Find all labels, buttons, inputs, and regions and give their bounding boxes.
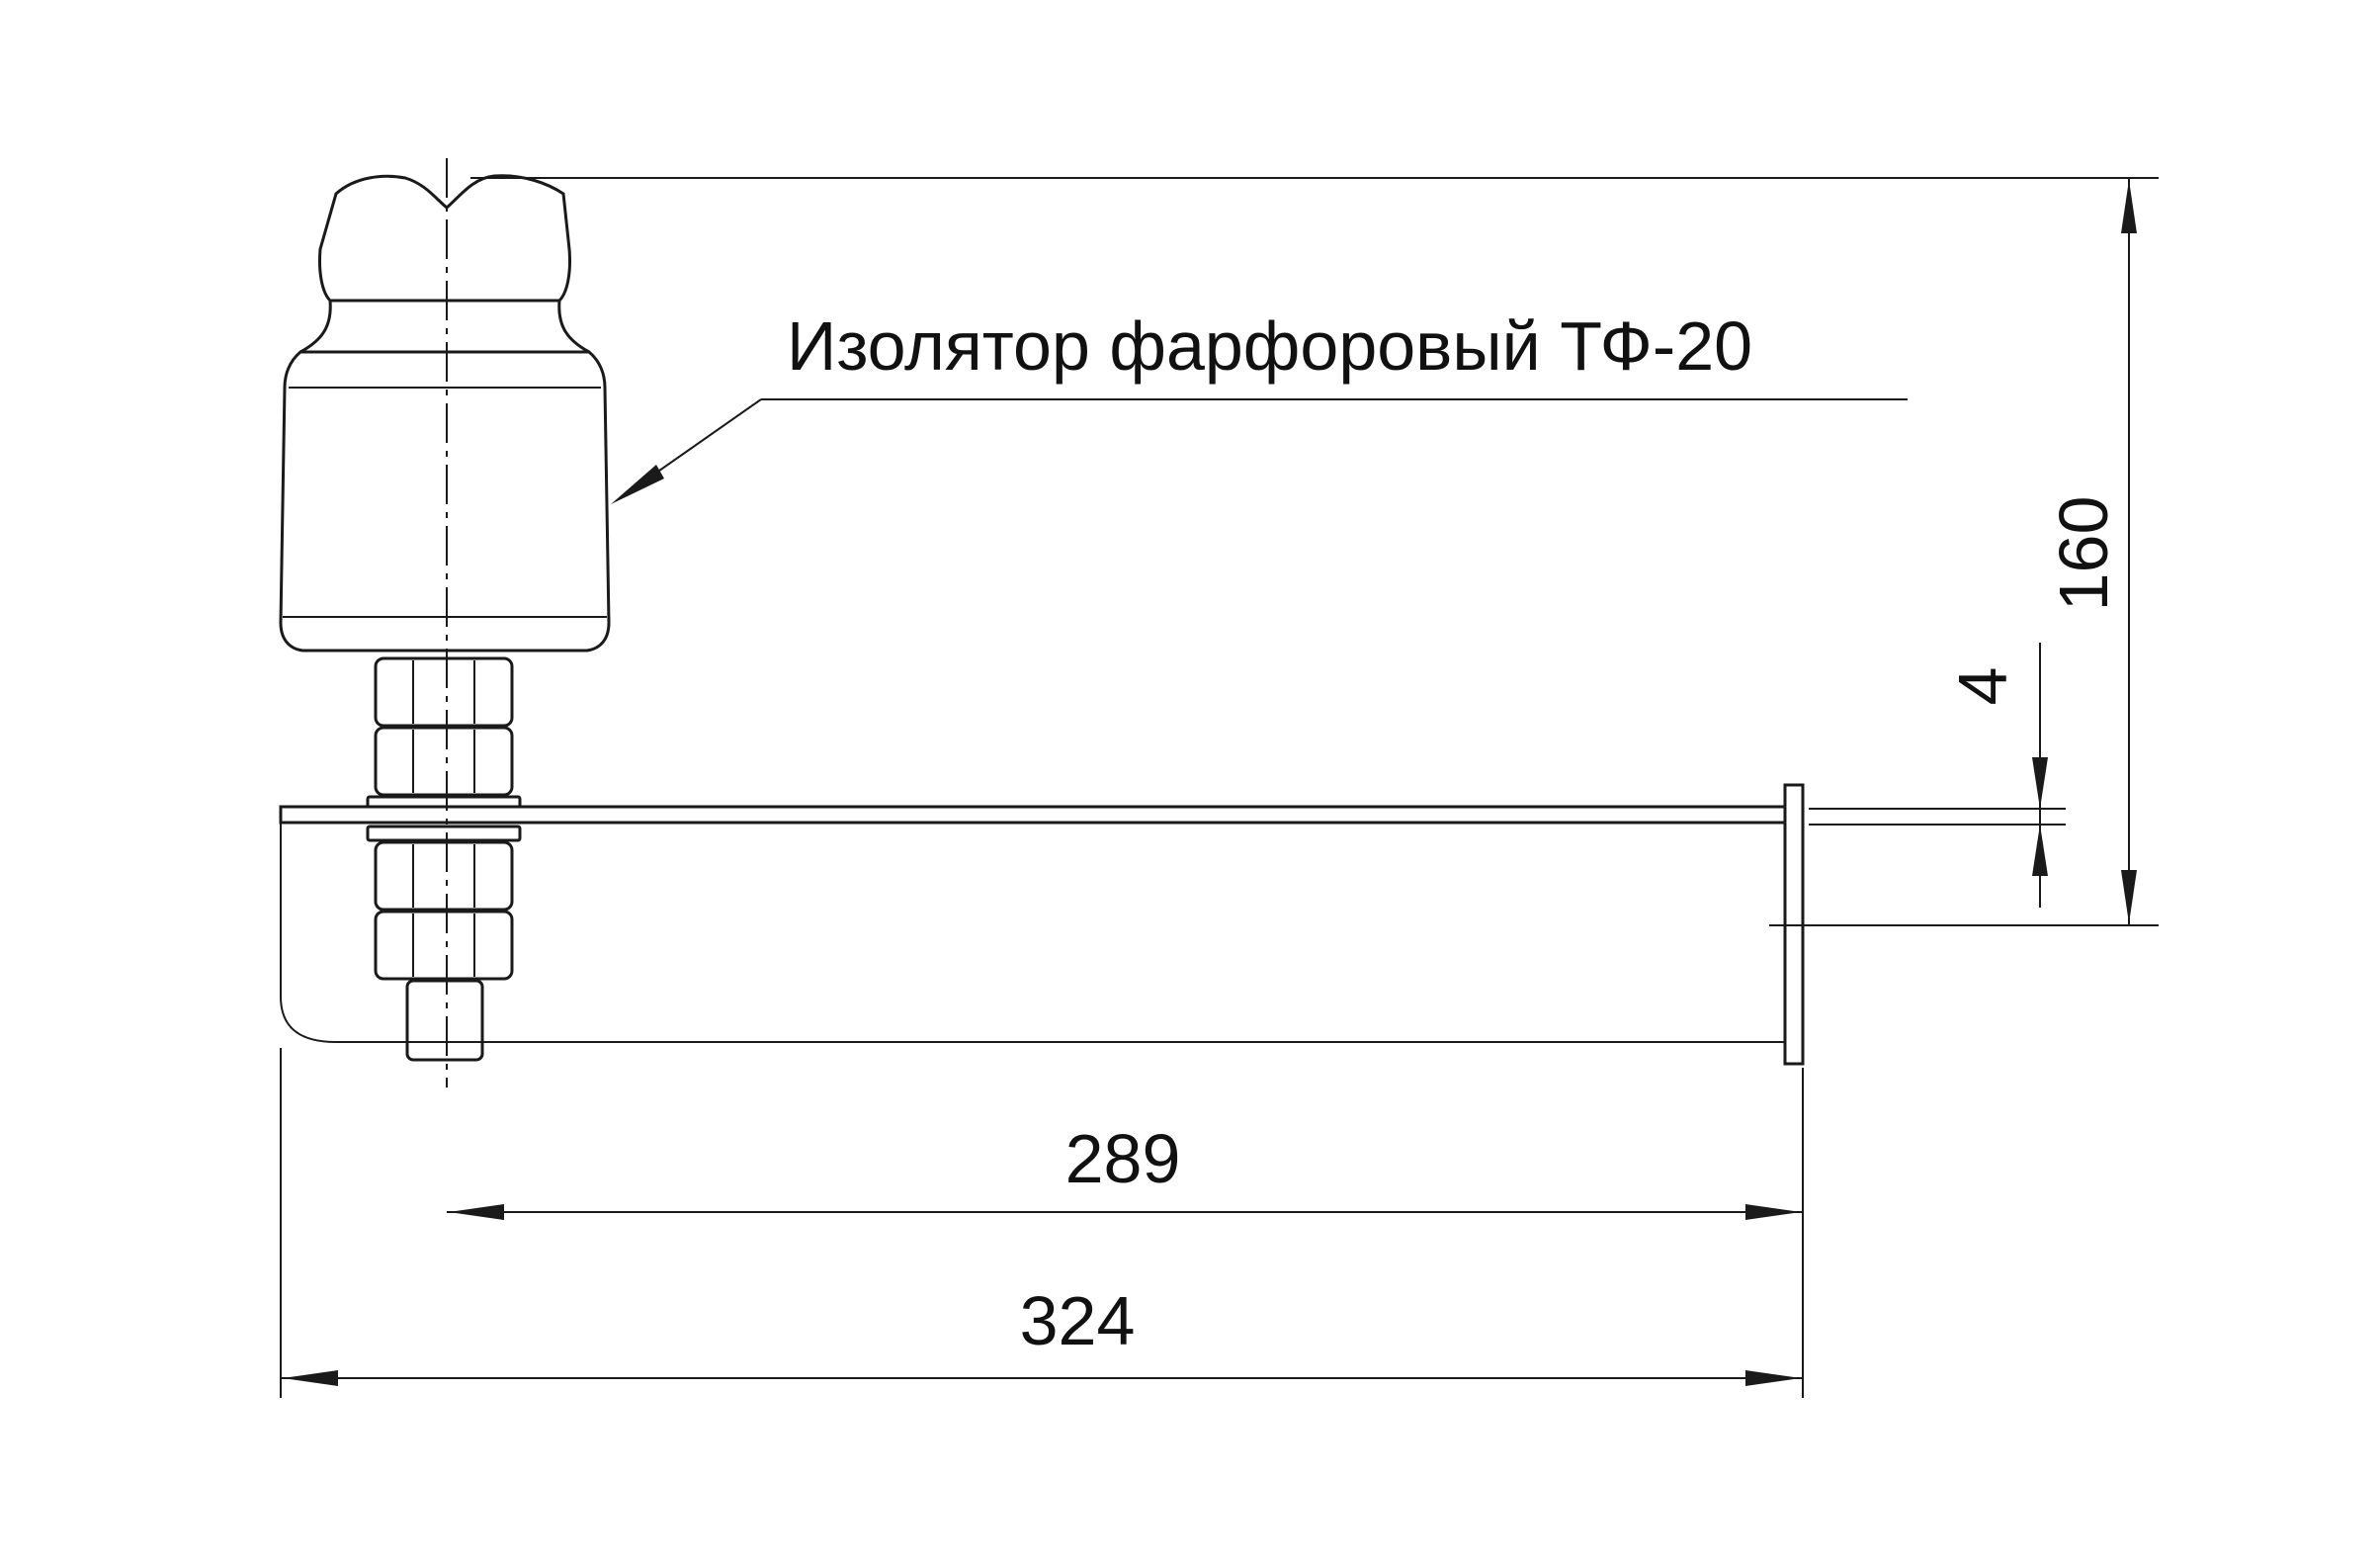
nut-lower-2 bbox=[374, 910, 514, 981]
dimension-thickness-4: 4 bbox=[1809, 643, 2066, 908]
nut-upper-1 bbox=[374, 656, 514, 728]
nut-lower-1 bbox=[374, 840, 514, 912]
dimension-length-289: 289 bbox=[447, 1068, 1804, 1238]
bracket-body bbox=[280, 823, 1785, 1043]
dimension-height-160: 160 bbox=[470, 177, 2159, 926]
insulator-callout-label: Изолятор фарфоровый ТФ-20 bbox=[787, 307, 1752, 385]
dim-label-height: 160 bbox=[2045, 496, 2122, 612]
dimension-length-324: 324 bbox=[280, 1048, 1804, 1398]
dim-label-thickness: 4 bbox=[1944, 667, 2021, 706]
insulator-cap bbox=[318, 174, 571, 303]
insulator-callout: Изолятор фарфоровый ТФ-20 bbox=[611, 307, 1908, 504]
porcelain-insulator bbox=[279, 174, 611, 652]
washer-lower bbox=[366, 825, 522, 842]
dim-label-289: 289 bbox=[1065, 1120, 1181, 1197]
bracket-top-plate bbox=[279, 805, 1787, 825]
stud-and-nuts bbox=[366, 656, 522, 1062]
dim-label-324: 324 bbox=[1020, 1282, 1136, 1359]
insulator-body bbox=[279, 350, 611, 652]
stud-end bbox=[405, 979, 484, 1062]
insulator-neck bbox=[299, 299, 590, 354]
nut-upper-2 bbox=[374, 726, 514, 797]
